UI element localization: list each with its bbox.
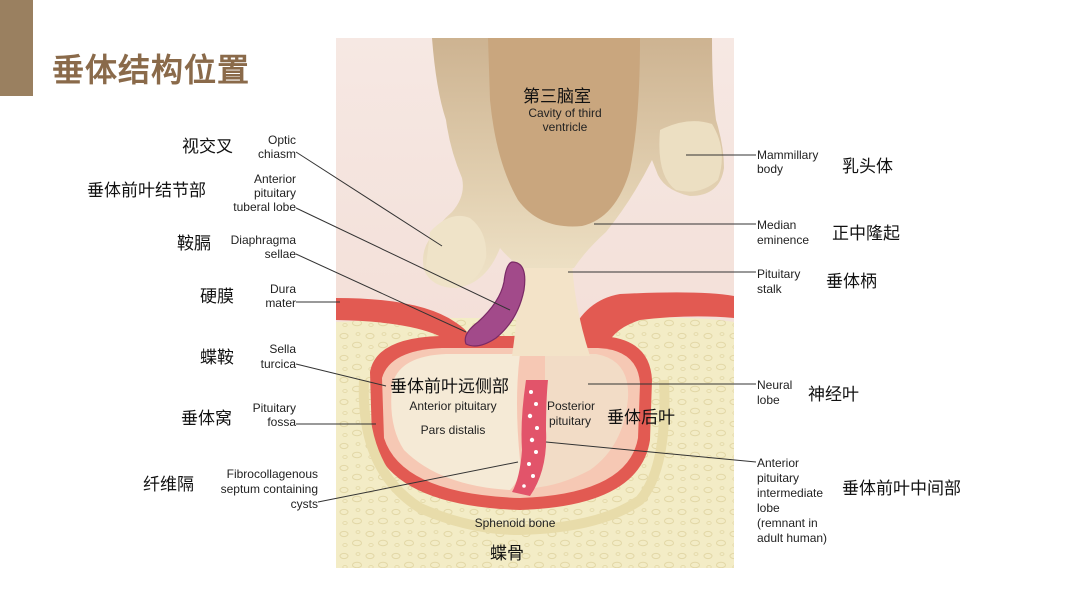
neural-lobe-en-label-1: Neural (757, 378, 793, 392)
pars-distalis-en-label: Pars distalis (420, 423, 486, 437)
tuberal-lobe-en-label-2: pituitary (253, 186, 296, 200)
anterior-pituitary (391, 354, 521, 490)
posterior-en-label-2: pituitary (549, 414, 592, 428)
intermediate-en-label-4: lobe (757, 501, 780, 515)
diaphragma-cn-label: 鞍膈 (177, 234, 211, 254)
accent-bar (0, 0, 33, 96)
optic-chiasm-cn-label: 视交叉 (182, 137, 233, 157)
dura-mater-cn-label: 硬膜 (200, 287, 234, 307)
neural-lobe-en-label-2: lobe (757, 393, 780, 407)
pituitary-stalk (512, 252, 590, 356)
tuberal-lobe-en-label-1: Anterior (253, 172, 296, 186)
posterior-cn-label: 垂体后叶 (607, 408, 675, 428)
tuberal-lobe-en-label-3: tuberal lobe (233, 200, 296, 214)
diaphragma-en-label-2: sellae (264, 247, 296, 261)
septum-en-label-2: septum containing (220, 482, 318, 496)
stalk-en-label-2: stalk (757, 282, 782, 296)
sphenoid-cn-label: 蝶骨 (490, 544, 524, 564)
pituitary-fossa-en-label-2: fossa (267, 415, 296, 429)
dura-mater-en-label-2: mater (265, 296, 296, 310)
sella-turcica-cn-label: 蝶鞍 (200, 348, 234, 368)
pituitary-fossa-cn-label: 垂体窝 (181, 409, 232, 429)
median-eminence-cn-label: 正中隆起 (832, 224, 900, 244)
intermediate-en-label-2: pituitary (757, 471, 800, 485)
dura-mater (336, 292, 734, 352)
sella-bone-rim (358, 379, 670, 536)
septum-en-label-3: cysts (290, 497, 318, 511)
median-eminence-en-label-2: eminence (757, 233, 810, 247)
posterior-en-label-1: Posterior (547, 399, 596, 413)
pituitary-fossa-en-label-1: Pituitary (252, 401, 296, 415)
third-ventricle-en-label-2: ventricle (542, 120, 588, 134)
septum-en-label-1: Fibrocollagenous (226, 467, 318, 481)
intermediate-en-label-5: (remnant in (757, 516, 818, 530)
third-ventricle (488, 38, 640, 227)
intermediate-cn-label: 垂体前叶中间部 (842, 479, 961, 499)
anterior-pituitary-en-label: Anterior pituitary (409, 399, 497, 413)
optic-chiasm-en-label-1: Optic (267, 133, 296, 147)
intermediate-en-label-3: intermediate (757, 486, 824, 500)
diaphragma-en-label-1: Diaphragma (230, 233, 296, 247)
tuberal-lobe (464, 261, 526, 347)
stalk-cn-label: 垂体柄 (826, 272, 877, 292)
mammillary-cn-label: 乳头体 (842, 157, 893, 177)
sphenoid-en-label: Sphenoid bone (474, 516, 556, 530)
neural-lobe-cn-label: 神经叶 (808, 385, 859, 405)
intermediate-lobe (512, 380, 548, 496)
intermediate-en-label-1: Anterior (757, 456, 800, 470)
pars-distalis-cn-label: 垂体前叶远侧部 (390, 377, 509, 397)
posterior-pituitary (532, 354, 629, 488)
median-eminence-en-label-1: Median (757, 218, 797, 232)
mammillary-en-label-1: Mammillary (757, 148, 819, 162)
septum-cn-label: 纤维隔 (143, 475, 194, 495)
dura-mater-en-label-1: Dura (269, 282, 296, 296)
intermediate-en-label-6: adult human) (757, 531, 828, 545)
third-ventricle-en-label-1: Cavity of third (528, 106, 602, 120)
leader-lines (295, 151, 757, 503)
page-title: 垂体结构位置 (52, 51, 251, 89)
mammillary-en-label-2: body (757, 162, 784, 176)
optic-chiasm (426, 215, 487, 288)
mammillary-body (659, 121, 722, 192)
third-ventricle-cn-label: 第三脑室 (523, 87, 591, 107)
stalk-en-label-1: Pituitary (757, 267, 801, 281)
tuberal-lobe-cn-label: 垂体前叶结节部 (87, 181, 206, 201)
sella-turcica-en-label-2: turcica (260, 357, 296, 371)
sella-turcica-en-label-1: Sella (269, 342, 296, 356)
optic-chiasm-en-label-2: chiasm (257, 147, 296, 161)
